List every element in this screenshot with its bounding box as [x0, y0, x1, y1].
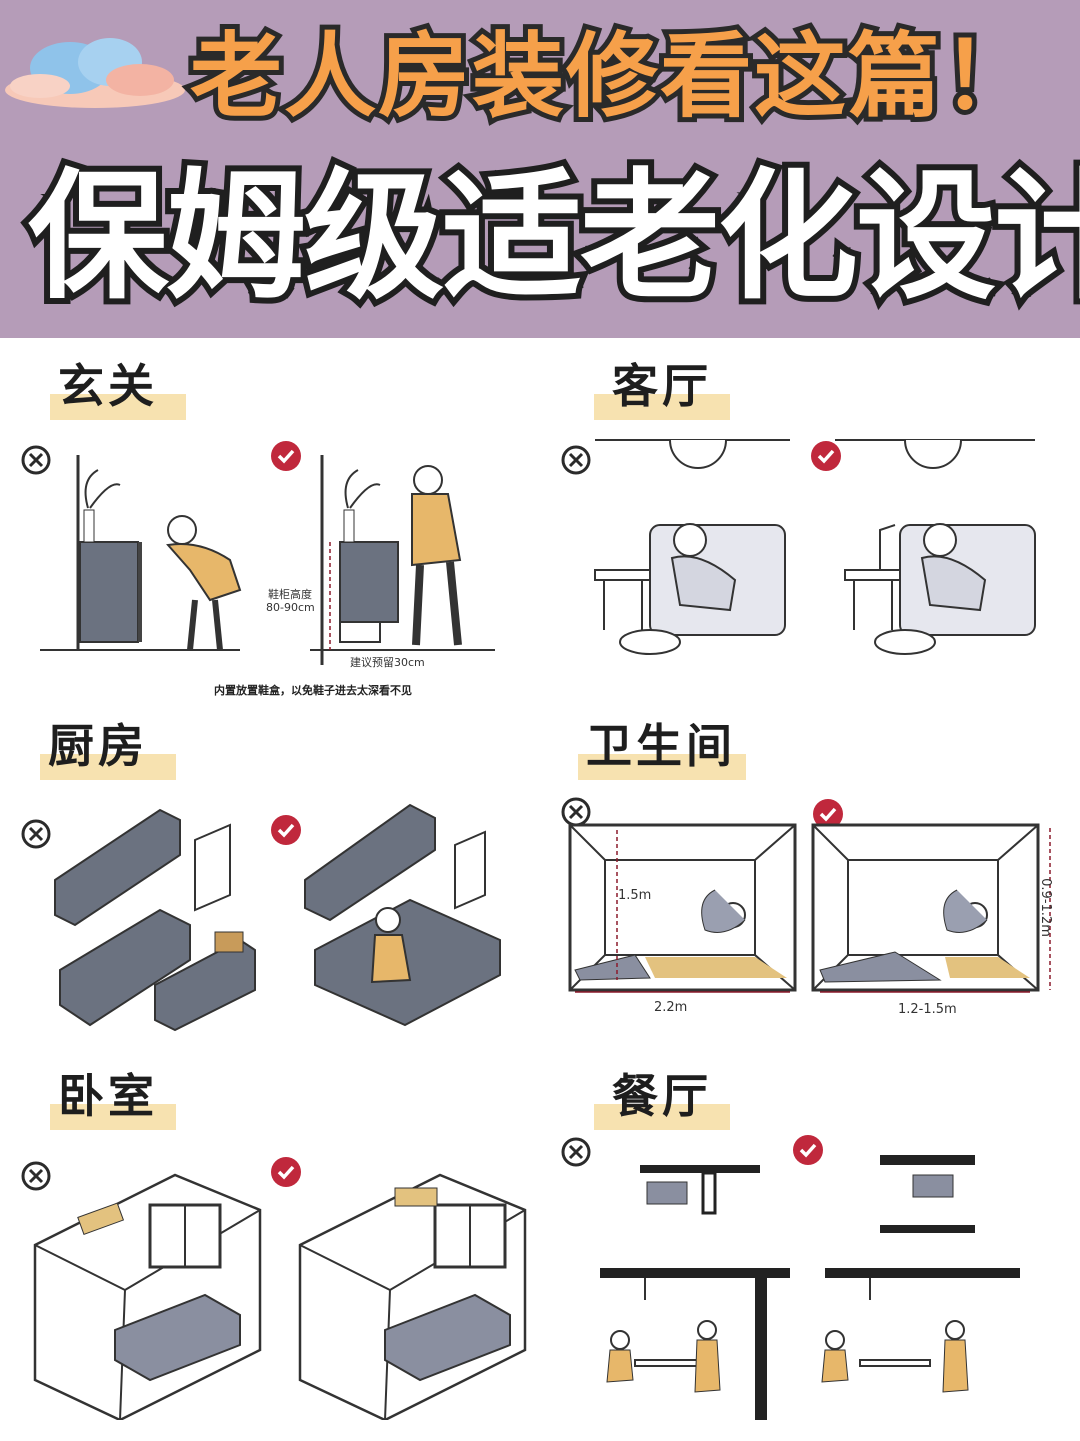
- bedroom-illustration: [33, 1173, 527, 1420]
- right-check-icon: [271, 441, 301, 471]
- wrong-x-icon: [21, 445, 51, 475]
- bathroom-good-width: 1.2-1.5m: [898, 1002, 957, 1017]
- header-title-main: 保姆级适老化设计: [22, 152, 1080, 324]
- section-title-bedroom: 卧室: [50, 1068, 176, 1130]
- dining-illustration: [600, 1155, 1020, 1420]
- cloud-decoration: [5, 38, 185, 108]
- wrong-x-icon: [21, 1161, 51, 1191]
- bathroom-illustration: [568, 823, 1051, 993]
- wrong-x-icon: [561, 445, 591, 475]
- bathroom-bad-height: 1.5m: [618, 888, 652, 903]
- shoe-cabinet-height-value: 80-90cm: [266, 601, 315, 614]
- section-title-entry: 玄关: [50, 358, 186, 420]
- kitchen-illustration: [54, 803, 501, 1032]
- section-title-living: 客厅: [594, 358, 730, 420]
- right-check-icon: [793, 1135, 823, 1165]
- bathroom-bad-width: 2.2m: [654, 1000, 688, 1015]
- wrong-x-icon: [21, 819, 51, 849]
- section-title-dining: 餐厅: [594, 1068, 730, 1130]
- gap-reserve-label: 建议预留30cm: [350, 656, 425, 669]
- entry-illustration: [40, 455, 495, 665]
- header-title-top: 老人房装修看这篇！: [185, 18, 1039, 135]
- entry-caption: 内置放置鞋盒，以免鞋子进去太深看不见: [214, 684, 412, 697]
- shoe-cabinet-height-label: 鞋柜高度: [268, 588, 312, 601]
- section-title-bathroom: 卫生间: [578, 718, 746, 780]
- right-check-icon: [271, 815, 301, 845]
- living-illustration: [594, 439, 1036, 655]
- section-title-kitchen: 厨房: [40, 718, 176, 780]
- right-check-icon: [271, 1157, 301, 1187]
- bathroom-good-height: 0.9-1.2m: [1037, 878, 1053, 937]
- wrong-x-icon: [561, 1137, 591, 1167]
- right-check-icon: [811, 441, 841, 471]
- header-banner: 老人房装修看这篇！ 保姆级适老化设计: [0, 0, 1080, 338]
- right-check-icon: [813, 799, 843, 829]
